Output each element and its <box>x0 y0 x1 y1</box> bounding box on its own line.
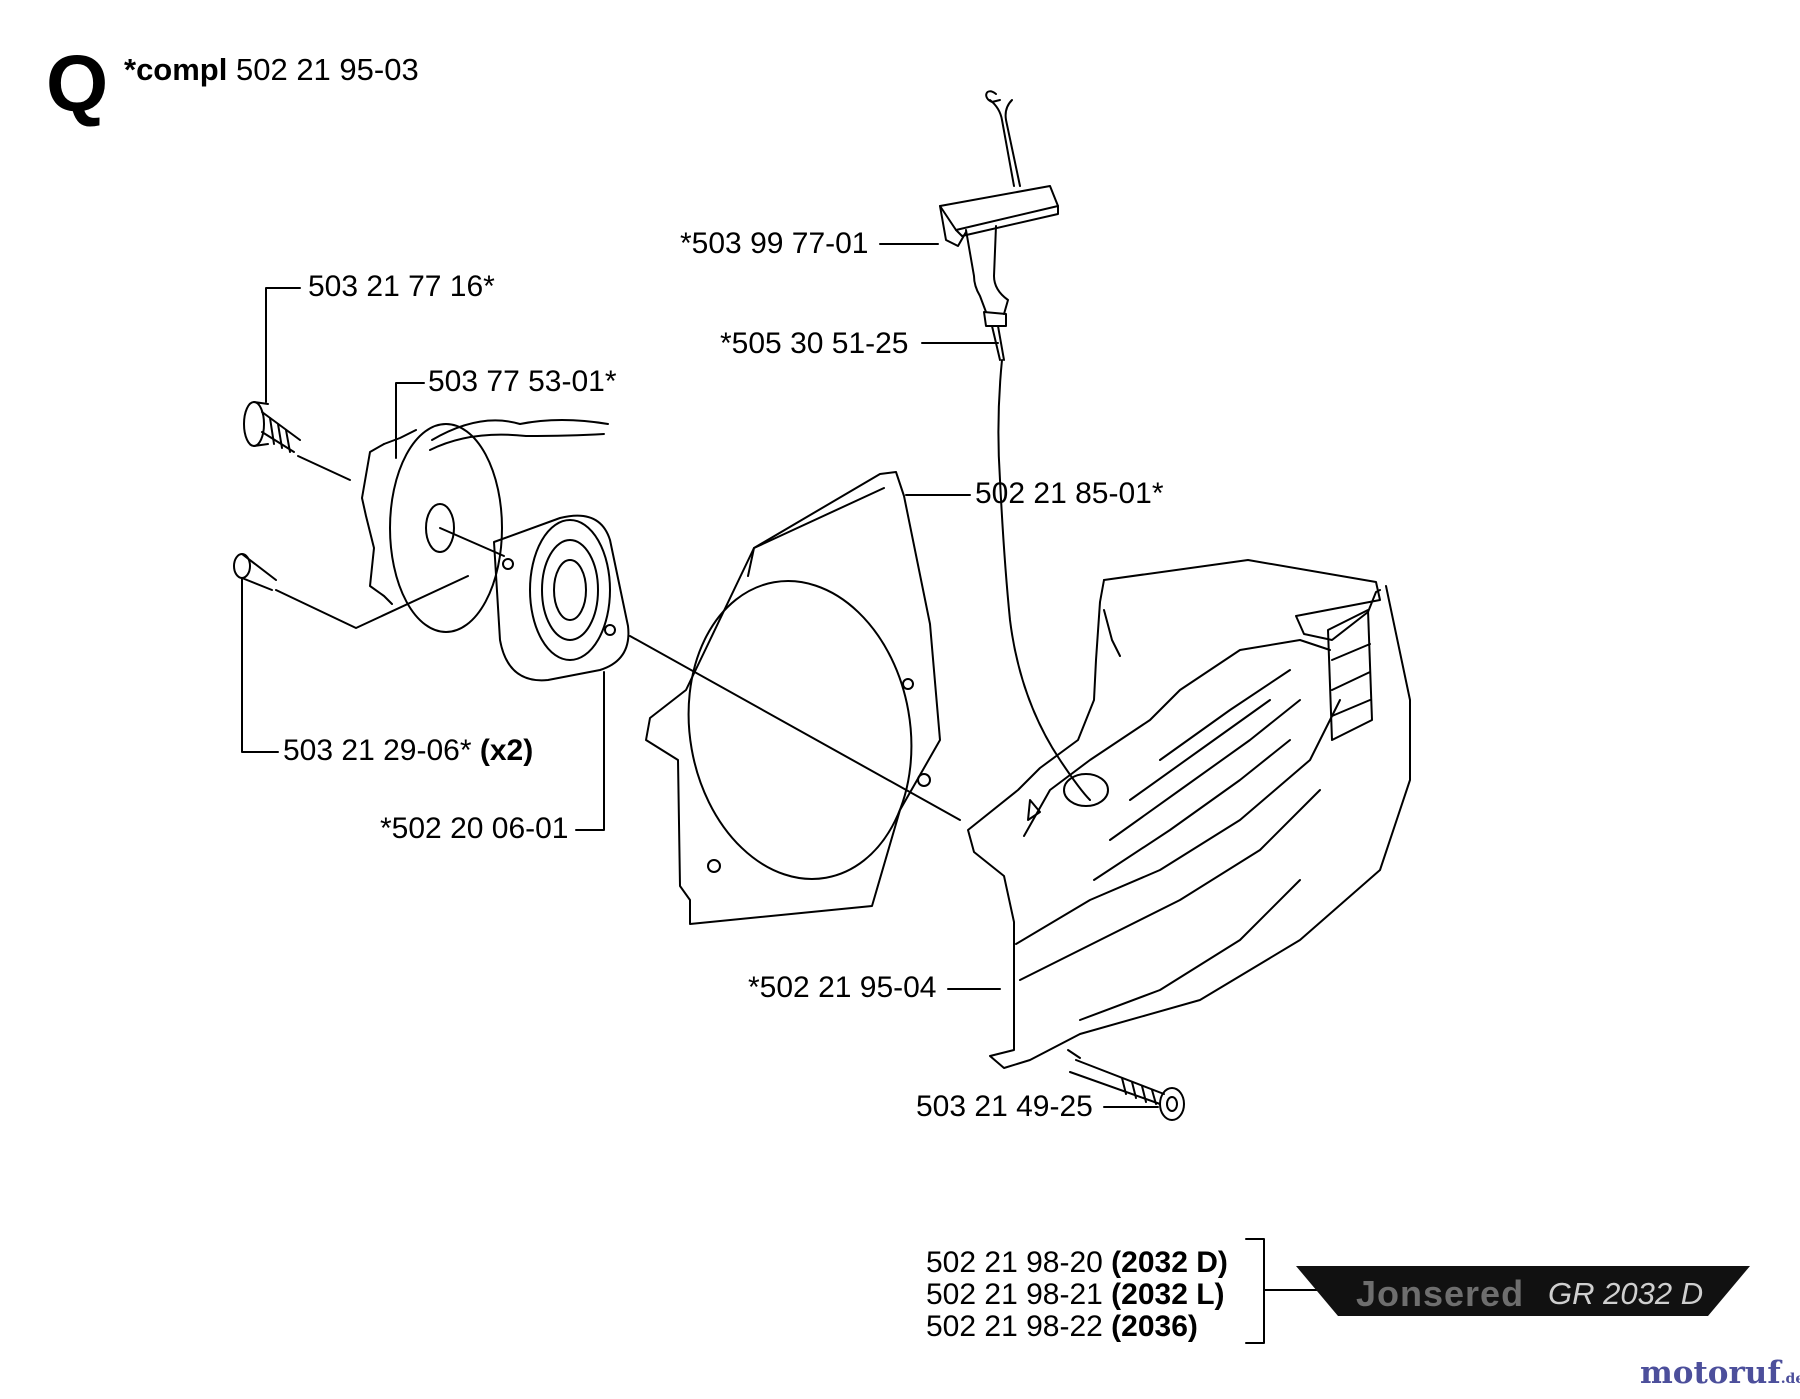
callout-plate: 502 21 85-01* <box>975 477 1164 510</box>
compl-label: *compl <box>124 52 228 87</box>
callout-pulley: 503 77 53-01* <box>428 365 617 398</box>
leader-screw-small <box>241 577 279 753</box>
cover-screw-drawing <box>1069 1059 1185 1121</box>
callout-screw-small: 503 21 29-06* (x2) <box>283 736 533 766</box>
brand-model: GR 2032 D <box>1548 1276 1704 1311</box>
brand-plate <box>1296 1266 1750 1316</box>
watermark-tld: .de <box>1780 1371 1800 1387</box>
watermark-logo: motoruf.de <box>1640 1355 1800 1391</box>
callout-cover-screw: 503 21 49-25 <box>916 1090 1093 1123</box>
section-letter: Q <box>46 39 109 128</box>
compl-number: 502 21 95-03 <box>235 52 419 87</box>
variant-row: 502 21 98-21 (2032 L) <box>926 1279 1228 1311</box>
leader-pulley <box>395 382 425 459</box>
callout-spring-cassette: *502 20 06-01 <box>380 812 569 845</box>
callout-screw-small-number: 503 21 29-06* <box>283 734 472 767</box>
callout-screw-top: 503 21 77 16* <box>308 270 495 303</box>
variants-bracket <box>1245 1238 1321 1344</box>
plate-drawing <box>645 471 941 925</box>
top-screw-drawing <box>243 401 301 453</box>
variant-model: (2032 D) <box>1111 1246 1228 1279</box>
assembly-axis-line <box>275 575 469 629</box>
compl-line: *compl 502 21 95-03 <box>124 52 419 88</box>
variant-number: 502 21 98-20 <box>926 1246 1103 1279</box>
brand-name: Jonsered <box>1356 1273 1525 1314</box>
callout-cover: *502 21 95-04 <box>748 971 937 1004</box>
variant-number: 502 21 98-21 <box>926 1278 1103 1311</box>
assembly-axis-line <box>439 527 505 557</box>
callout-handle: *503 99 77-01 <box>680 227 869 260</box>
leader-spring-cassette <box>575 671 605 831</box>
watermark-name: motoruf <box>1640 1355 1781 1391</box>
variant-model: (2032 L) <box>1111 1278 1225 1311</box>
assembly-axis-line <box>629 635 961 821</box>
assembly-axis-line <box>297 455 351 481</box>
callout-screw-small-qty: (x2) <box>479 734 534 767</box>
variant-row: 502 21 98-22 (2036) <box>926 1311 1228 1343</box>
leader-screw-top <box>265 287 301 403</box>
variant-list: 502 21 98-20 (2032 D) 502 21 98-21 (2032… <box>926 1247 1228 1343</box>
variant-row: 502 21 98-20 (2032 D) <box>926 1247 1228 1279</box>
starter-handle-drawing <box>939 90 1059 361</box>
cover-drawing <box>967 559 1411 1069</box>
spring-cassette-drawing <box>493 514 630 682</box>
starter-rope-line <box>997 359 1091 801</box>
assembly-axis-line <box>1067 1049 1081 1059</box>
callout-rope: *505 30 51-25 <box>720 327 909 360</box>
variant-model: (2036) <box>1111 1310 1198 1343</box>
small-screw-drawing <box>233 553 277 591</box>
variant-number: 502 21 98-22 <box>926 1310 1103 1343</box>
pulley-drawing <box>361 419 609 633</box>
